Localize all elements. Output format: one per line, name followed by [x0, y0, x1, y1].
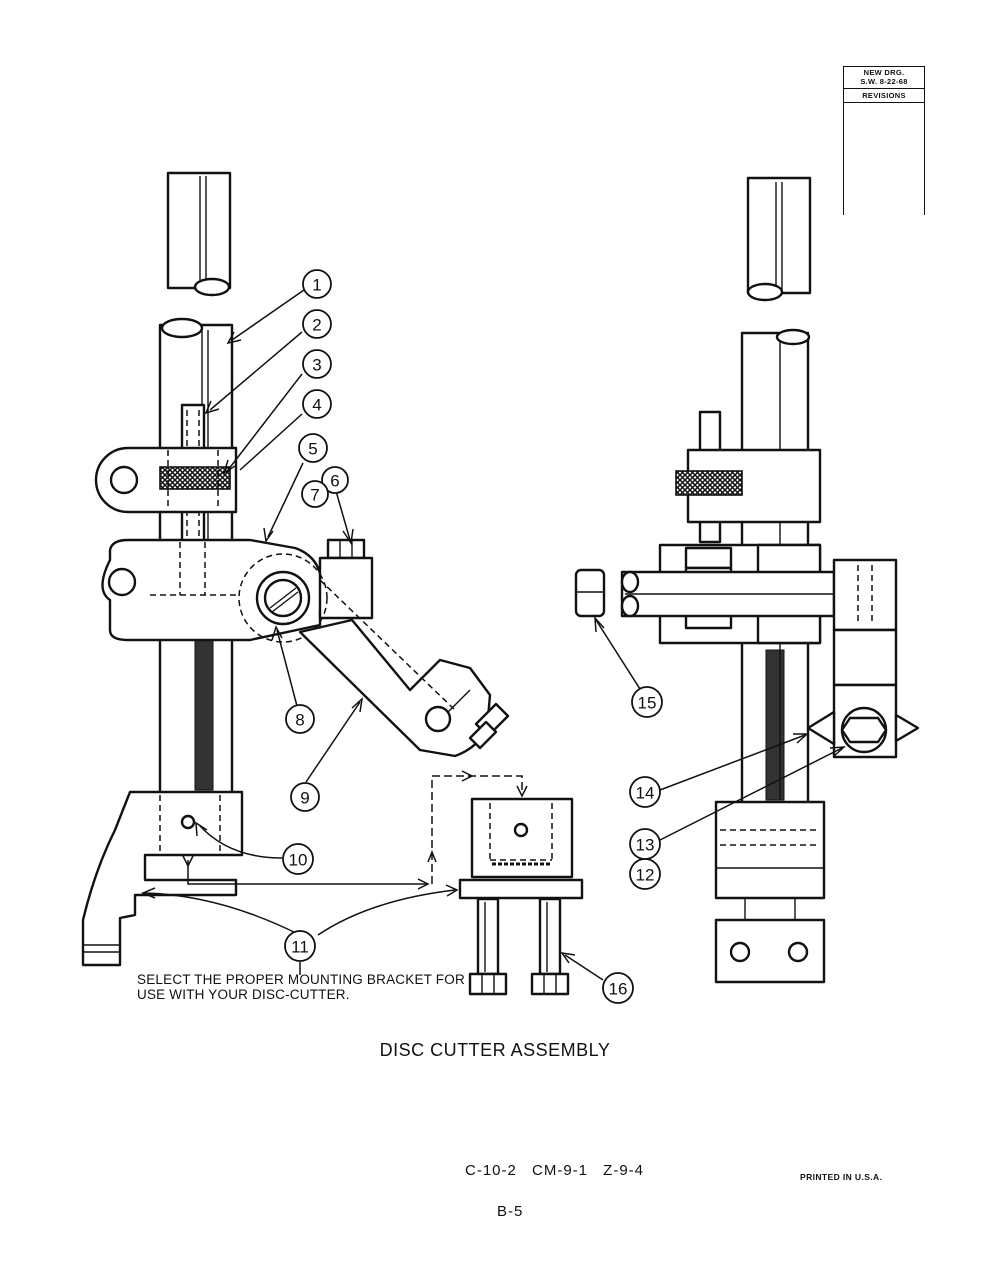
- callout-9: 9: [290, 782, 320, 812]
- revision-line-2: S.W. 8-22-68: [860, 77, 908, 86]
- mounting-bracket-note: SELECT THE PROPER MOUNTING BRACKET FOR U…: [137, 972, 465, 1002]
- right-arm-body: [620, 543, 836, 645]
- svg-text:15: 15: [638, 694, 657, 713]
- printed-in-usa: PRINTED IN U.S.A.: [800, 1172, 883, 1182]
- svg-text:14: 14: [636, 784, 655, 803]
- left-mounting-bracket: [81, 790, 244, 967]
- right-cutter-block: [806, 558, 920, 759]
- callout-3: 3: [302, 349, 332, 379]
- revisions-label: REVISIONS: [844, 89, 924, 103]
- assembly-path-arrows: [182, 770, 528, 890]
- svg-text:11: 11: [291, 938, 309, 957]
- svg-text:12: 12: [636, 866, 655, 885]
- svg-text:13: 13: [636, 836, 655, 855]
- right-upper-rod: [746, 176, 812, 302]
- right-knurled-nut: [675, 470, 743, 496]
- left-knurled-nut: [159, 466, 231, 490]
- svg-text:16: 16: [609, 980, 628, 999]
- drawing-caption: DISC CUTTER ASSEMBLY: [379, 1040, 611, 1060]
- callout-2: 2: [302, 309, 332, 339]
- svg-text:4: 4: [312, 396, 321, 415]
- left-top-nut: [326, 538, 366, 560]
- svg-text:2: 2: [312, 316, 321, 335]
- callout-5: 5: [298, 433, 328, 463]
- reference-codes: C-10-2 CM-9-1 Z-9-4: [465, 1162, 645, 1179]
- callout-7: 7: [301, 480, 329, 508]
- right-collar: [574, 568, 606, 618]
- callout-8: 8: [285, 704, 315, 734]
- callout-12: 12: [629, 858, 661, 890]
- callout-6: 6: [321, 466, 349, 494]
- svg-text:5: 5: [308, 440, 317, 459]
- revision-block: NEW DRG. S.W. 8-22-68 REVISIONS: [843, 66, 925, 215]
- revision-drawing-note: NEW DRG. S.W. 8-22-68: [844, 67, 924, 89]
- callout-13: 13: [629, 828, 661, 860]
- callout-14: 14: [629, 776, 661, 808]
- svg-text:10: 10: [289, 851, 308, 870]
- callout-10: 10: [282, 843, 314, 875]
- callout-11: 11: [284, 930, 316, 962]
- callout-16: 16: [602, 972, 634, 1004]
- callout-4: 4: [302, 389, 332, 419]
- page-number: B-5: [497, 1203, 524, 1220]
- svg-text:9: 9: [300, 789, 309, 808]
- left-arm-body: [101, 538, 374, 643]
- left-view: [81, 171, 584, 996]
- left-upper-clamp: [94, 446, 238, 514]
- mounting-block-with-studs: [458, 797, 584, 996]
- left-upper-rod: [166, 171, 232, 297]
- right-view: [574, 176, 920, 984]
- svg-text:1: 1: [312, 276, 321, 295]
- right-upper-clamp: [675, 448, 822, 524]
- svg-text:8: 8: [295, 711, 304, 730]
- left-cutter-arm: [298, 579, 510, 758]
- revision-line-1: NEW DRG.: [863, 68, 905, 77]
- callout-15: 15: [631, 686, 663, 718]
- right-lower-mount: [714, 800, 826, 984]
- leader-lines: [141, 289, 847, 981]
- callout-1: 1: [302, 269, 332, 299]
- svg-text:7: 7: [310, 486, 319, 505]
- svg-text:6: 6: [330, 472, 339, 491]
- svg-text:3: 3: [312, 356, 321, 375]
